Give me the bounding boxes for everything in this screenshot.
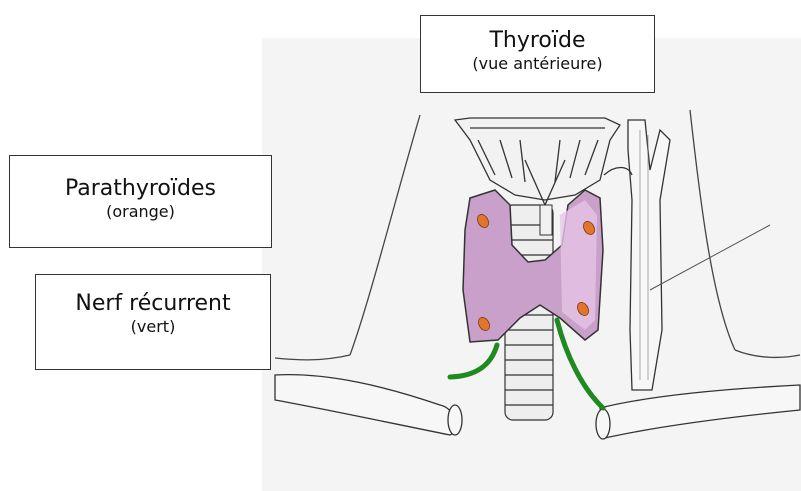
thyroid-label-title: Thyroïde — [421, 28, 654, 54]
thyroid-label-subtitle: (vue antérieure) — [421, 54, 654, 74]
parathyroid-label-box: Parathyroïdes (orange) — [9, 155, 272, 248]
nerve-label-title: Nerf récurrent — [36, 291, 270, 317]
nerve-label-box: Nerf récurrent (vert) — [35, 274, 271, 370]
nerve-label-subtitle: (vert) — [36, 317, 270, 337]
thyroid-label-box: Thyroïde (vue antérieure) — [420, 15, 655, 93]
isthmus-notch — [540, 205, 552, 235]
parathyroid-label-title: Parathyroïdes — [10, 176, 271, 202]
parathyroid-label-subtitle: (orange) — [10, 202, 271, 222]
